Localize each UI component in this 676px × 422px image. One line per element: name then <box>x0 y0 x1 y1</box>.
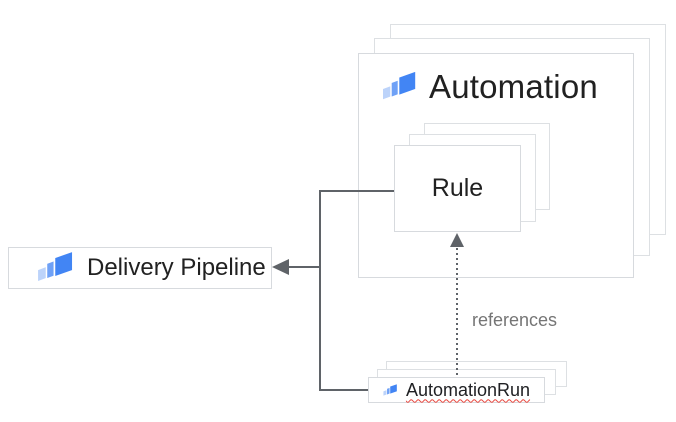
rule-connector-horizontal <box>320 190 394 192</box>
rule-box: Rule <box>394 145 521 232</box>
references-dotted-line <box>456 248 458 376</box>
pipeline-connector-horizontal <box>288 266 320 268</box>
cloud-deploy-icon <box>383 69 417 100</box>
connector-vertical-spine <box>319 190 321 391</box>
cloud-deploy-icon <box>383 382 398 396</box>
automation-label: Automation <box>429 68 598 105</box>
arrowhead-into-delivery-pipeline-icon <box>272 259 289 275</box>
delivery-pipeline-label: Delivery Pipeline <box>87 254 266 281</box>
automation-run-label: AutomationRun <box>405 379 531 400</box>
cloud-deploy-icon <box>38 249 74 281</box>
automation-run-box: AutomationRun <box>368 377 545 403</box>
automation-run-connector-horizontal <box>320 389 368 391</box>
references-edge-label: references <box>472 310 558 330</box>
rule-label: Rule <box>431 174 484 202</box>
automation-header: Automation <box>382 68 598 106</box>
arrowhead-into-rule-icon <box>450 233 464 247</box>
delivery-pipeline-box: Delivery Pipeline <box>8 247 272 289</box>
